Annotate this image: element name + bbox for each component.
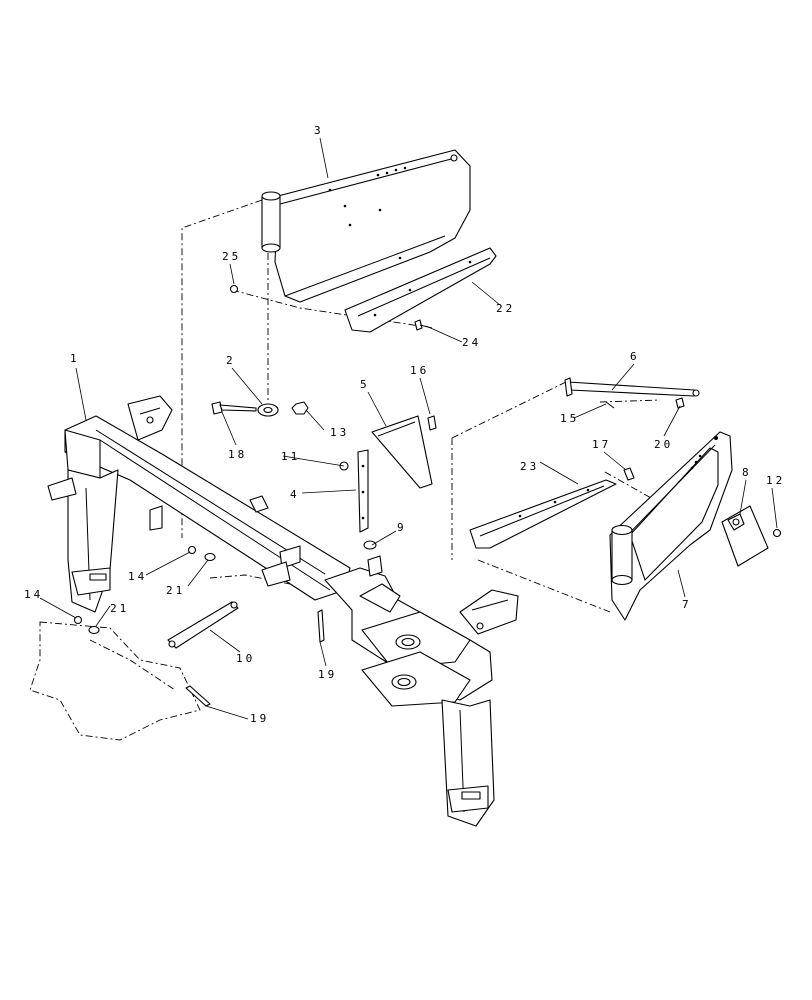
callout-11: 11 [281,450,300,463]
callout-3: 3 [314,124,324,137]
callout-19-center: 19 [318,668,337,681]
right-strip-23 [469,479,617,549]
upper-strip-22 [344,247,497,333]
triangular-plate-5 [371,415,433,489]
callout-19-lower: 19 [250,712,269,725]
right-hinged-panel [609,431,733,621]
callout-labels: 1 2 3 4 5 6 7 8 9 10 11 12 13 14 14 15 1… [24,124,785,725]
callout-10: 10 [236,652,255,665]
callout-21-left: 21 [110,602,129,615]
callout-14-left: 14 [24,588,43,601]
callout-14-center: 14 [128,570,147,583]
callout-1: 1 [70,352,80,365]
callout-22: 22 [496,302,515,315]
leader-lines [39,137,778,720]
callout-7: 7 [682,598,692,611]
callout-25: 25 [222,250,241,263]
callout-8: 8 [742,466,752,479]
callout-21-center: 21 [166,584,185,597]
callout-23: 23 [520,460,539,473]
link-bar-10 [167,601,239,649]
callout-9: 9 [397,521,407,534]
side-plate-8 [721,505,769,567]
callout-4: 4 [290,488,300,501]
callout-24: 24 [462,336,481,349]
callout-2: 2 [226,354,236,367]
callout-13: 13 [330,426,349,439]
callout-20: 20 [654,438,673,451]
pin-rod-6 [564,377,700,397]
callout-12: 12 [766,474,785,487]
upper-deflector-panel [261,149,471,303]
callout-17: 17 [592,438,611,451]
main-frame [47,395,519,827]
callout-15: 15 [560,412,579,425]
support-bar-4 [357,449,369,533]
callout-16: 16 [410,364,429,377]
callout-5: 5 [360,378,370,391]
callout-6: 6 [630,350,640,363]
callout-18: 18 [228,448,247,461]
